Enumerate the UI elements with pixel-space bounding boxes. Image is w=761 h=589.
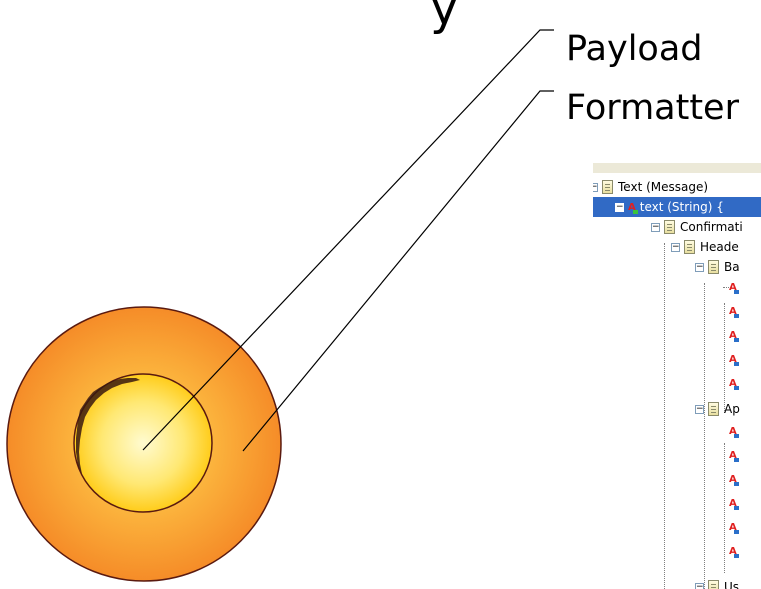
tree-row-label: Text (Message) [618, 180, 709, 194]
attribute-icon: A [729, 281, 739, 294]
document-icon [664, 220, 675, 234]
tree-row-header[interactable]: − Heade [671, 237, 739, 257]
tree-row-attribute[interactable]: A [729, 325, 741, 345]
tree-row-label: text (String) { [639, 200, 724, 214]
tree-guide-line [724, 303, 725, 413]
tree-row-attribute[interactable]: A [729, 493, 741, 513]
attribute-icon: A [729, 473, 739, 486]
collapse-toggle-icon[interactable]: − [695, 403, 704, 414]
tree-row-attribute[interactable]: A [729, 421, 741, 441]
tree-row-attribute[interactable]: A [729, 373, 741, 393]
tree-row-label: Ap [724, 402, 740, 416]
tree-row-attribute[interactable]: A [729, 349, 741, 369]
tree-row-text-string[interactable]: − A text (String) { [593, 197, 761, 217]
tree-row-attribute[interactable]: A [729, 301, 741, 321]
payload-leader-line [142, 29, 554, 451]
attribute-icon: A [628, 201, 638, 214]
tree-guide-line [704, 283, 705, 589]
document-icon [684, 240, 695, 254]
tree-row-attribute[interactable]: A [723, 277, 741, 297]
collapse-toggle-icon[interactable]: − [695, 261, 704, 272]
attribute-icon: A [729, 329, 739, 342]
tree-row-application[interactable]: − Ap [695, 399, 740, 419]
tree-row-text-message[interactable]: − Text (Message) [593, 177, 708, 197]
tree-guide-line [724, 443, 725, 573]
tree-row-label: Confirmati [680, 220, 743, 234]
tree-row-basic[interactable]: − Ba [695, 257, 740, 277]
document-icon [708, 580, 719, 589]
attribute-icon: A [729, 449, 739, 462]
document-icon [602, 180, 613, 194]
formatter-leader-line [242, 90, 554, 452]
attribute-icon: A [729, 305, 739, 318]
tree-row-user[interactable]: − Us [695, 577, 739, 589]
tree-row-label: Us [724, 580, 740, 589]
attribute-icon: A [729, 545, 739, 558]
payload-inner-circle [73, 373, 213, 513]
collapse-toggle-icon[interactable]: − [695, 582, 704, 589]
attribute-icon: A [729, 497, 739, 510]
formatter-label: Formatter [566, 88, 739, 128]
document-icon [708, 402, 719, 416]
tree-row-attribute[interactable]: A [729, 541, 741, 561]
tree-row-label: Ba [724, 260, 740, 274]
tree-row-attribute[interactable]: A [729, 445, 741, 465]
message-tree-view[interactable]: − Text (Message) − A text (String) { − C… [593, 163, 761, 589]
inner-circle-edge-artifact [76, 378, 140, 474]
document-icon [708, 260, 719, 274]
tree-guide-line [664, 243, 665, 589]
collapse-toggle-icon[interactable]: − [651, 221, 660, 232]
tree-row-attribute[interactable]: A [729, 517, 741, 537]
payload-label: Payload [566, 29, 703, 69]
collapse-toggle-icon[interactable]: − [671, 241, 680, 252]
tree-row-confirmation[interactable]: − Confirmati [651, 217, 743, 237]
slide-title-fragment: y [430, 0, 459, 36]
attribute-icon: A [729, 353, 739, 366]
attribute-icon: A [729, 425, 739, 438]
collapse-toggle-icon[interactable]: − [593, 182, 598, 192]
tree-row-label: Heade [700, 240, 739, 254]
tree-row-attribute[interactable]: A [729, 469, 741, 489]
collapse-toggle-icon[interactable]: − [615, 201, 624, 212]
attribute-icon: A [729, 521, 739, 534]
attribute-icon: A [729, 377, 739, 390]
